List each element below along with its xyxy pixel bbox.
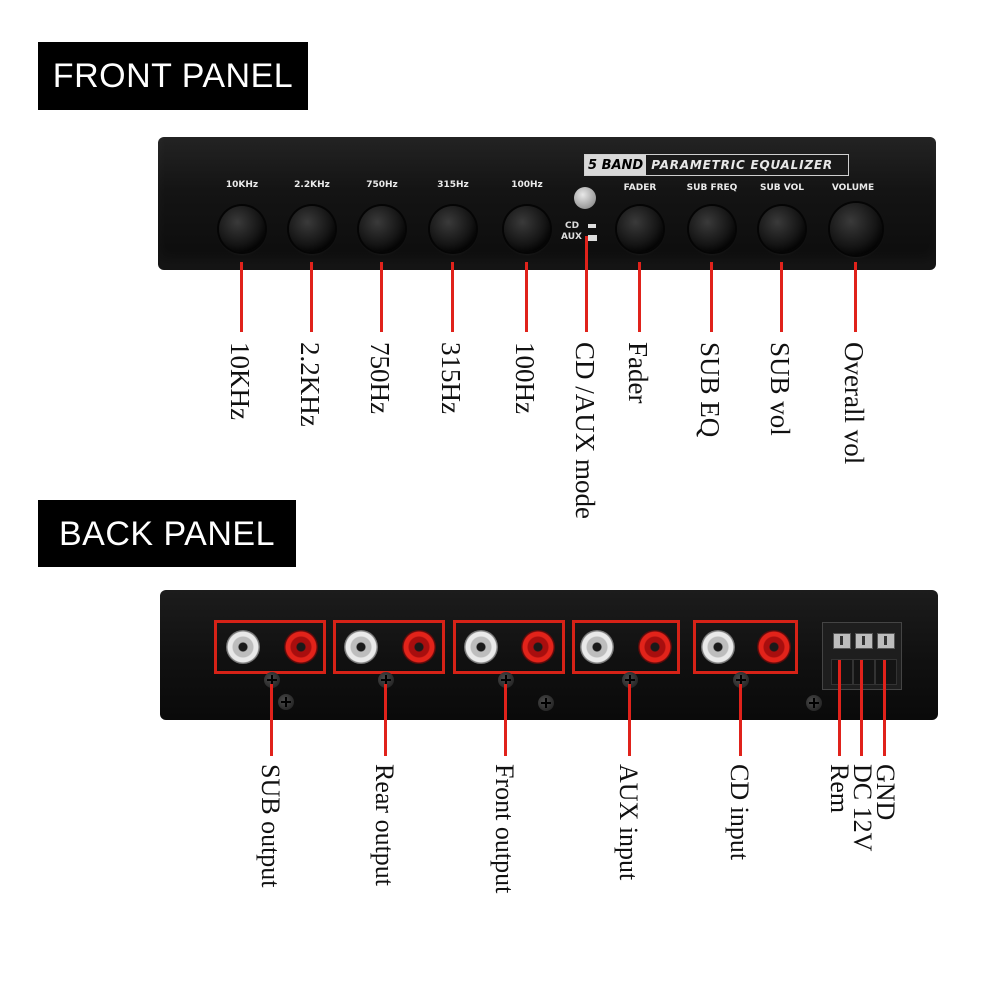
callout-line-sub-eq: [710, 262, 713, 332]
terminal-socket: [853, 659, 875, 685]
callout-label-dc-12v: DC 12V: [848, 764, 877, 852]
rca-jack-rear-left: [344, 630, 378, 664]
mode-indicator-aux: [588, 235, 597, 241]
callout-label-rem: Rem: [825, 764, 854, 814]
terminal-screw-dc12v: [855, 633, 873, 649]
callout-label-cd-aux-mode: CD /AUX mode: [570, 342, 600, 519]
callout-label-cd-input: CD input: [725, 764, 754, 861]
knob-2-2khz[interactable]: [289, 206, 335, 252]
callout-line-100hz: [525, 262, 528, 332]
callout-line-315hz: [451, 262, 454, 332]
screw-icon: [278, 694, 294, 710]
knob-label-750hz: 750Hz: [366, 180, 398, 190]
screw-icon: [538, 695, 554, 711]
callout-line-cd-input: [739, 684, 742, 756]
rca-jack-aux-right: [638, 630, 672, 664]
callout-label-aux-input: AUX input: [614, 764, 643, 881]
terminal-socket: [831, 659, 853, 685]
callout-label-100hz: 100Hz: [510, 342, 540, 414]
callout-line-750hz: [380, 262, 383, 332]
callout-label-gnd: GND: [871, 764, 900, 821]
rca-jack-rear-right: [402, 630, 436, 664]
callout-line-sub-vol: [780, 262, 783, 332]
callout-line-fader: [638, 262, 641, 332]
rca-jack-sub-right: [284, 630, 318, 664]
cd-aux-mode-button[interactable]: [574, 187, 596, 209]
knob-label-2-2khz: 2.2KHz: [294, 180, 330, 190]
knob-label-fader: FADER: [623, 183, 657, 193]
screw-icon: [806, 695, 822, 711]
device-title-name: PARAMETRIC EQUALIZER: [651, 158, 833, 172]
callout-label-rear-output: Rear output: [370, 764, 399, 887]
terminal-screw-gnd: [877, 633, 895, 649]
knob-sub-freq[interactable]: [689, 206, 735, 252]
mode-indicator-cd: [588, 224, 596, 228]
callout-label-2-2khz: 2.2KHz: [295, 342, 325, 427]
mode-label-aux: AUX: [561, 232, 582, 242]
knob-sub-vol[interactable]: [759, 206, 805, 252]
callout-line-overall-vol: [854, 262, 857, 332]
screw-icon: [498, 672, 514, 688]
callout-label-fader: Fader: [623, 342, 653, 404]
knob-10khz[interactable]: [219, 206, 265, 252]
callout-label-sub-output: SUB output: [256, 764, 285, 888]
screw-icon: [264, 672, 280, 688]
knob-750hz[interactable]: [359, 206, 405, 252]
device-title-plate: 5 BAND PARAMETRIC EQUALIZER: [584, 154, 849, 176]
rca-jack-aux-left: [580, 630, 614, 664]
knob-volume[interactable]: [830, 203, 882, 255]
callout-label-750hz: 750Hz: [365, 342, 395, 414]
knob-label-sub-freq: SUB FREQ: [686, 183, 738, 193]
knob-label-100hz: 100Hz: [511, 180, 543, 190]
screw-icon: [733, 672, 749, 688]
callout-line-cd-aux-mode: [585, 236, 588, 332]
callout-label-sub-vol: SUB vol: [765, 342, 795, 436]
knob-label-315hz: 315Hz: [437, 180, 469, 190]
callout-line-rem: [838, 660, 841, 756]
rca-jack-sub-left: [226, 630, 260, 664]
callout-label-sub-eq: SUB EQ: [695, 342, 725, 438]
callout-label-315hz: 315Hz: [436, 342, 466, 414]
terminal-socket: [875, 659, 897, 685]
callout-line-2-2khz: [310, 262, 313, 332]
rca-jack-front-left: [464, 630, 498, 664]
rca-jack-cd-left: [701, 630, 735, 664]
callout-line-sub-output: [270, 684, 273, 756]
callout-line-front-output: [504, 684, 507, 756]
screw-icon: [378, 672, 394, 688]
mode-label-cd: CD: [565, 221, 580, 231]
back-panel-heading: BACK PANEL: [38, 500, 296, 567]
knob-100hz[interactable]: [504, 206, 550, 252]
callout-line-dc-12v: [860, 660, 863, 756]
screw-icon: [622, 672, 638, 688]
callout-label-10khz: 10KHz: [225, 342, 255, 420]
rca-jack-front-right: [521, 630, 555, 664]
callout-line-aux-input: [628, 684, 631, 756]
terminal-screw-rem: [833, 633, 851, 649]
callout-label-front-output: Front output: [490, 764, 519, 894]
front-panel-heading: FRONT PANEL: [38, 42, 308, 110]
knob-label-sub-vol: SUB VOL: [760, 183, 804, 193]
callout-line-gnd: [883, 660, 886, 756]
callout-label-overall-vol: Overall vol: [839, 342, 869, 465]
knob-315hz[interactable]: [430, 206, 476, 252]
knob-label-10khz: 10KHz: [225, 180, 259, 190]
knob-fader[interactable]: [617, 206, 663, 252]
device-title-band: 5 BAND: [585, 155, 647, 175]
callout-line-rear-output: [384, 684, 387, 756]
callout-line-10khz: [240, 262, 243, 332]
rca-jack-cd-right: [757, 630, 791, 664]
knob-label-volume: VOLUME: [831, 183, 875, 193]
